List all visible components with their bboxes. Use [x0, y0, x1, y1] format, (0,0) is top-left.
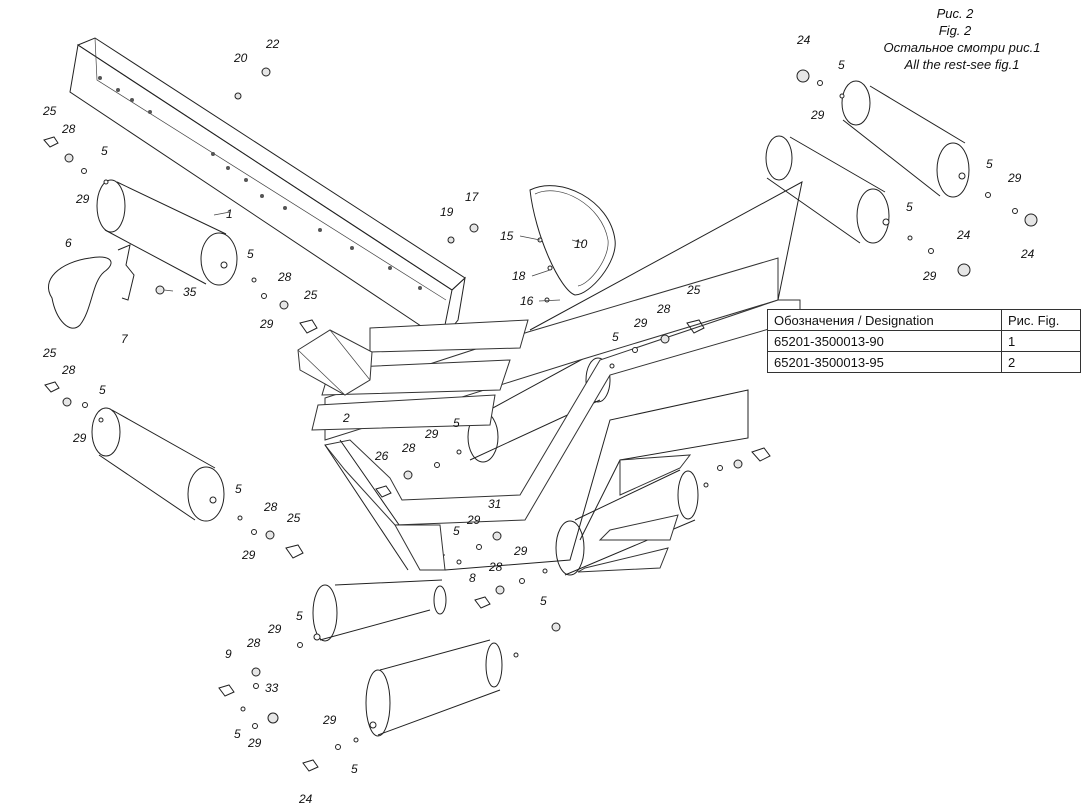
air-receiver-top-right-1 — [841, 80, 970, 198]
callout-24: 24 — [1020, 247, 1035, 261]
strap-6 — [48, 256, 112, 329]
callout-29: 29 — [424, 427, 439, 441]
callout-16: 16 — [520, 294, 534, 308]
caption-en-rest: All the rest-see fig.1 — [904, 57, 1020, 72]
air-receiver-bottom-2 — [365, 639, 503, 737]
callout-28: 28 — [246, 636, 261, 650]
air-receiver-1 — [96, 179, 238, 286]
callout-29: 29 — [633, 316, 648, 330]
caption-ru-fig: Рис. 2 — [937, 6, 975, 21]
callout-28: 28 — [61, 363, 76, 377]
callout-29: 29 — [247, 736, 262, 750]
callout-5: 5 — [612, 330, 619, 344]
callout-18: 18 — [512, 269, 526, 283]
callout-17: 17 — [465, 190, 480, 204]
callout-28: 28 — [656, 302, 671, 316]
caption-en-fig: Fig. 2 — [939, 23, 972, 38]
air-receiver-left — [91, 407, 225, 522]
callout-25: 25 — [286, 511, 301, 525]
table-cell-fig: 1 — [1001, 330, 1081, 352]
leader-lines — [163, 211, 584, 302]
callout-29: 29 — [513, 544, 528, 558]
callout-5: 5 — [838, 58, 845, 72]
callout-19: 19 — [440, 205, 454, 219]
callout-29: 29 — [75, 192, 90, 206]
callout-28: 28 — [263, 500, 278, 514]
callout-24: 24 — [298, 792, 313, 806]
callout-5: 5 — [99, 383, 106, 397]
callout-25: 25 — [42, 104, 57, 118]
callout-10: 10 — [574, 237, 588, 251]
table-header-fig: Рис. Fig. — [1001, 309, 1081, 331]
callout-8: 8 — [469, 571, 476, 585]
fittings — [43, 67, 1038, 772]
callout-5: 5 — [247, 247, 254, 261]
callout-1: 1 — [226, 207, 233, 221]
frame-crossmember — [69, 37, 466, 341]
table-header-designation: Обозначения / Designation — [767, 309, 1002, 331]
callout-25: 25 — [686, 283, 701, 297]
clamp-10 — [529, 185, 616, 296]
callout-24: 24 — [956, 228, 971, 242]
callout-5: 5 — [101, 144, 108, 158]
callout-29: 29 — [810, 108, 825, 122]
table-row: 65201-3500013-90 1 — [767, 330, 1081, 352]
callout-29: 29 — [322, 713, 337, 727]
callout-25: 25 — [42, 346, 57, 360]
callout-6: 6 — [65, 236, 72, 250]
mounting-bracket-2 — [311, 181, 803, 573]
callout-28: 28 — [61, 122, 76, 136]
callout-25: 25 — [303, 288, 318, 302]
callout-5: 5 — [351, 762, 358, 776]
small-bracket — [297, 329, 373, 396]
table-cell-designation: 65201-3500013-95 — [767, 351, 1002, 373]
callout-7: 7 — [121, 332, 129, 346]
callout-15: 15 — [500, 229, 514, 243]
callout-29: 29 — [922, 269, 937, 283]
callout-31: 31 — [488, 497, 501, 511]
table-cell-designation: 65201-3500013-90 — [767, 330, 1002, 352]
callout-20: 20 — [233, 51, 248, 65]
table-cell-fig: 2 — [1001, 351, 1081, 373]
table-row: 65201-3500013-95 2 — [767, 351, 1081, 373]
callout-29: 29 — [1007, 171, 1022, 185]
callout-2: 2 — [342, 411, 350, 425]
callout-9: 9 — [225, 647, 232, 661]
callout-5: 5 — [453, 524, 460, 538]
designation-table: Обозначения / Designation Рис. Fig. 6520… — [767, 309, 1081, 373]
callout-5: 5 — [234, 727, 241, 741]
callout-29: 29 — [72, 431, 87, 445]
air-receiver-top-right-2 — [765, 135, 890, 244]
callout-22: 22 — [265, 37, 280, 51]
callout-5: 5 — [453, 416, 460, 430]
callout-29: 29 — [466, 513, 481, 527]
callout-29: 29 — [267, 622, 282, 636]
callout-5: 5 — [986, 157, 993, 171]
caption-ru-rest: Остальное смотри рис.1 — [884, 40, 1041, 55]
callout-5: 5 — [296, 609, 303, 623]
callout-35: 35 — [183, 285, 197, 299]
callout-28: 28 — [277, 270, 292, 284]
callout-28: 28 — [401, 441, 416, 455]
callout-28: 28 — [488, 560, 503, 574]
callout-labels: 22 20 25 28 5 29 1 6 5 28 35 25 29 7 25 … — [42, 33, 1035, 806]
table-header-row: Обозначения / Designation Рис. Fig. — [767, 309, 1081, 331]
figure-caption: Рис. 2 Fig. 2 Остальное смотри рис.1 All… — [884, 6, 1041, 72]
callout-24: 24 — [796, 33, 811, 47]
callout-29: 29 — [241, 548, 256, 562]
callout-29: 29 — [259, 317, 274, 331]
callout-26: 26 — [374, 449, 389, 463]
callout-5: 5 — [235, 482, 242, 496]
callout-33: 33 — [265, 681, 279, 695]
air-receiver-bottom-1 — [312, 579, 447, 642]
bracket-7 — [117, 244, 135, 301]
callout-5: 5 — [906, 200, 913, 214]
callout-5: 5 — [540, 594, 547, 608]
